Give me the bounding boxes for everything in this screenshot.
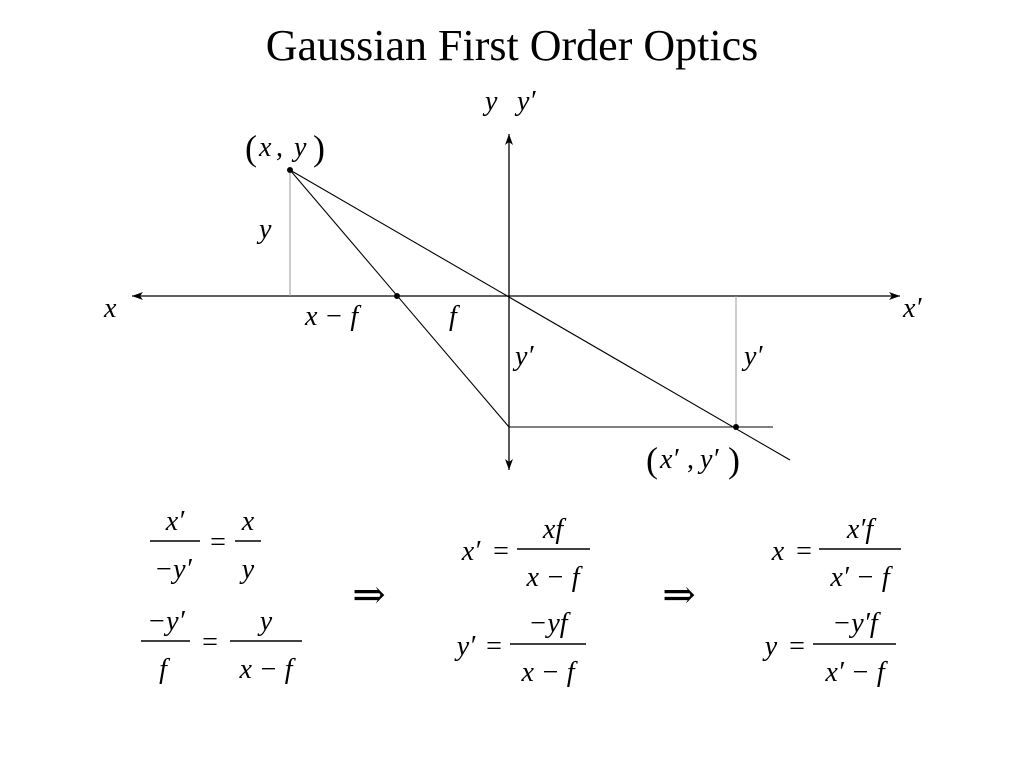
svg-text:x − f: x − f [238,654,295,685]
svg-text:−yf: −yf [528,608,570,639]
svg-text:x′: x′ [461,536,481,567]
svg-text:y′: y′ [454,631,476,662]
svg-text:−y′f: −y′f [832,608,880,639]
image-height-label-right: y′ [741,341,763,372]
focal-length-label: f [449,301,460,332]
svg-text:y: y [257,606,273,637]
svg-text:(: ( [245,128,257,168]
focal-ray [289,169,510,428]
focal-point-dot [394,293,400,299]
svg-text:f: f [159,654,170,685]
svg-text:=: = [210,527,226,558]
svg-text:−y′: −y′ [154,554,192,585]
svg-text:): ) [313,128,325,168]
object-point-label: ( x , y ) [245,128,325,168]
object-point-dot [287,167,293,173]
svg-text:=: = [202,627,218,658]
svg-text:x: x [771,536,785,567]
equation-ratio-1: x′ −y′ = x y [150,506,261,585]
svg-text:x′f: x′f [846,514,877,545]
implies-arrow-1: ⇒ [352,572,386,617]
svg-text:=: = [796,536,812,567]
svg-text:x′: x′ [165,506,185,537]
svg-text:,: , [276,132,283,163]
equation-y-prime: y′ = −yf x − f [454,608,586,688]
axis-label-y: y [482,86,498,117]
slide-title: Gaussian First Order Optics [265,21,759,70]
svg-text:): ) [728,440,740,480]
axis-label-x: x [103,293,117,324]
chief-ray [289,169,791,461]
x-minus-f-label: x − f [304,301,361,332]
equation-ratio-2: −y′ f = y x − f [141,606,302,685]
svg-text:x: x [258,132,272,163]
implies-arrow-2: ⇒ [662,572,696,617]
object-height-label: y [256,214,272,245]
image-point-label: ( x′ , y′ ) [646,440,740,480]
svg-text:x′ − f: x′ − f [829,562,892,593]
svg-text:xf: xf [542,514,566,545]
svg-text:=: = [789,631,805,662]
svg-text:,: , [687,444,694,475]
svg-text:x′ − f: x′ − f [824,657,887,688]
svg-text:x − f: x − f [520,657,577,688]
svg-text:y: y [291,132,307,163]
svg-text:x′: x′ [659,444,679,475]
axis-label-x-prime: x′ [902,293,922,324]
equation-x-prime: x′ = xf x − f [461,514,590,593]
svg-text:=: = [486,631,502,662]
equation-x: x = x′f x′ − f [771,514,901,593]
axis-label-y-prime: y′ [514,86,536,117]
equation-y: y = −y′f x′ − f [762,608,896,688]
svg-text:−y′: −y′ [147,606,185,637]
svg-text:y: y [762,631,778,662]
image-height-label-center: y′ [512,341,534,372]
svg-text:=: = [493,536,509,567]
svg-text:x: x [241,506,255,537]
svg-text:(: ( [646,440,658,480]
svg-text:x − f: x − f [525,562,582,593]
image-point-dot [733,424,739,430]
svg-text:y: y [239,554,255,585]
svg-text:y′: y′ [697,444,719,475]
